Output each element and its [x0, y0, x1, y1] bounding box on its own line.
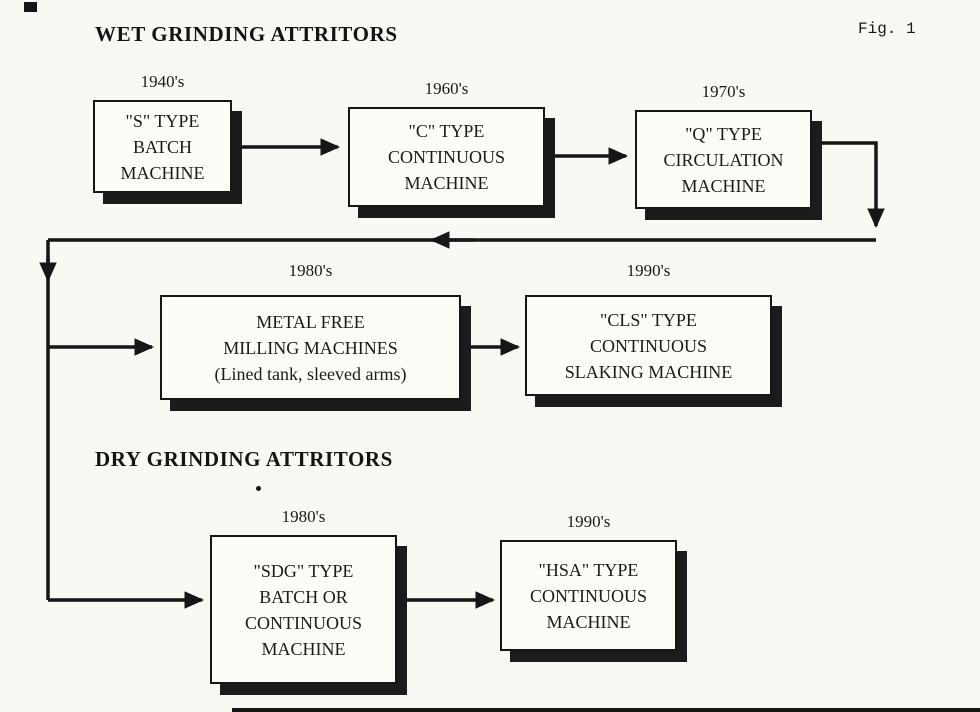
flow-node-sdg-type-batch-or-continuous-machine: 1980's "SDG" TYPE BATCH OR CONTINUOUS MA… [210, 507, 397, 684]
era-label-1940s: 1940's [140, 72, 185, 91]
scan-bottom-edge-artifact [232, 708, 980, 712]
node-text-line: CIRCULATION [663, 149, 784, 170]
node-text-line: "CLS" TYPE [600, 309, 697, 330]
scan-dot-artifact [256, 486, 261, 491]
node-text-line: "HSA" TYPE [538, 559, 639, 580]
node-text-line: MACHINE [681, 175, 766, 196]
era-label-1960s: 1960's [424, 79, 469, 98]
node-text-line: BATCH [132, 136, 192, 157]
node-text-line: CONTINUOUS [245, 612, 362, 633]
era-label-1990s-wet: 1990's [626, 261, 671, 280]
node-text-line: MILLING MACHINES [223, 337, 398, 358]
dry-grinding-section-title: DRY GRINDING ATTRITORS [95, 447, 393, 471]
node-text-line: "S" TYPE [125, 110, 200, 131]
node-text-line: MACHINE [261, 638, 346, 659]
node-text-line: MACHINE [120, 162, 205, 183]
scan-mark-artifact [24, 2, 37, 12]
node-text-line: CONTINUOUS [388, 147, 505, 167]
flow-node-metal-free-milling-machines: 1980's METAL FREE MILLING MACHINES (Line… [160, 261, 461, 400]
node-text-line: (Lined tank, sleeved arms) [214, 363, 407, 384]
node-text-line: "SDG" TYPE [253, 560, 354, 581]
era-label-1990s-dry: 1990's [566, 512, 611, 531]
flow-node-c-type-continuous-machine: 1960's "C" TYPE CONTINUOUS MACHINE [348, 79, 545, 207]
flow-node-cls-type-slaking-machine: 1990's "CLS" TYPE CONTINUOUS SLAKING MAC… [525, 261, 772, 396]
figure-number-label: Fig. 1 [858, 20, 916, 38]
node-text-line: CONTINUOUS [530, 585, 647, 606]
era-label-1980s-wet: 1980's [288, 261, 333, 280]
node-text-line: MACHINE [404, 173, 489, 193]
era-label-1980s-dry: 1980's [281, 507, 326, 526]
flow-node-s-type-batch-machine: 1940's "S" TYPE BATCH MACHINE [93, 72, 232, 193]
flow-node-hsa-type-continuous-machine: 1990's "HSA" TYPE CONTINUOUS MACHINE [500, 512, 677, 651]
node-text-line: SLAKING MACHINE [564, 361, 733, 382]
flow-node-q-type-circulation-machine: 1970's "Q" TYPE CIRCULATION MACHINE [635, 82, 812, 209]
node-text-line: CONTINUOUS [590, 335, 707, 356]
node-text-line: BATCH OR [259, 586, 348, 607]
node-text-line: METAL FREE [256, 311, 365, 332]
era-label-1970s: 1970's [701, 82, 746, 101]
node-text-line: "C" TYPE [408, 121, 485, 141]
wet-grinding-section-title: WET GRINDING ATTRITORS [95, 22, 398, 46]
node-text-line: "Q" TYPE [685, 123, 762, 144]
node-text-line: MACHINE [546, 611, 631, 632]
